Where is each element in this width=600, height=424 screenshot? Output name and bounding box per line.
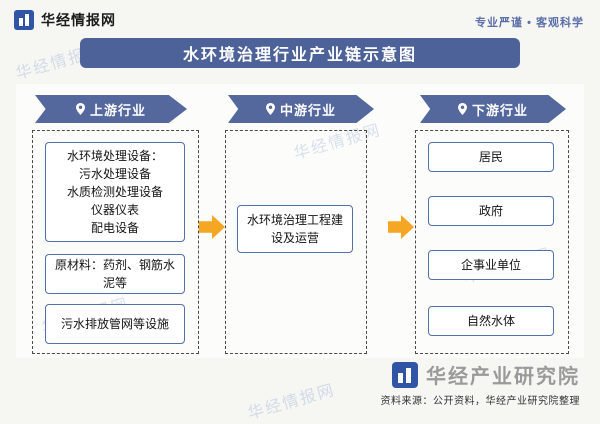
upstream-group-box <box>32 130 199 354</box>
site-brand: 华经情报网 <box>14 10 116 30</box>
downstream-item-residents: 居民 <box>428 142 554 172</box>
column-header-midstream: 中游行业 <box>228 95 374 123</box>
upstream-item-pipes: 污水排放管网等设施 <box>45 304 185 344</box>
upstream-item-materials: 原材料：药剂、钢筋水泥等 <box>45 254 185 294</box>
brand-name: 华经情报网 <box>41 12 116 28</box>
downstream-group-box <box>415 130 569 354</box>
watermark-text: 华经情报网 <box>246 381 338 423</box>
downstream-item-waterbodies: 自然水体 <box>428 306 554 336</box>
column-header-upstream: 上游行业 <box>35 95 187 123</box>
footer-brand-name: 华经产业研究院 <box>426 366 580 388</box>
midstream-group-box <box>225 130 367 354</box>
pin-icon <box>265 103 275 115</box>
column-header-label: 下游行业 <box>471 102 528 118</box>
source-note: 资料来源：公开资料，华经产业研究院整理 <box>380 396 580 407</box>
downstream-item-government: 政府 <box>428 196 554 226</box>
brand-tagline: 专业严谨 • 客观科学 <box>475 17 584 29</box>
column-header-label: 中游行业 <box>279 102 336 118</box>
upstream-item-equipment: 水环境处理设备： 污水处理设备 水质检测处理设备 仪器仪表 配电设备 <box>45 142 185 242</box>
downstream-item-enterprises: 企事业单位 <box>428 250 554 280</box>
footer-brand: 华经产业研究院 <box>392 360 580 389</box>
diagram-title: 水环境治理行业产业链示意图 <box>80 38 520 68</box>
pin-icon <box>457 103 467 115</box>
column-header-downstream: 下游行业 <box>420 95 566 123</box>
footer-logo-icon <box>392 361 418 388</box>
pin-icon <box>75 103 85 115</box>
midstream-item-construction: 水环境治理工程建设及运营 <box>237 205 353 253</box>
column-header-label: 上游行业 <box>89 102 146 118</box>
brand-logo-icon <box>14 10 34 30</box>
